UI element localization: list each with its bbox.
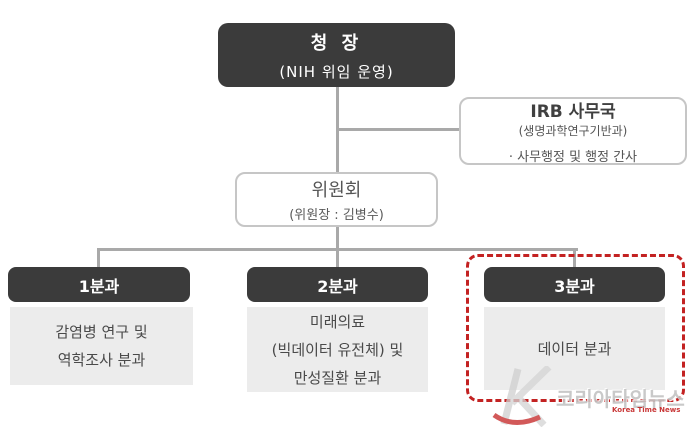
committee-box: 위원회 (위원장 : 김병수): [235, 172, 438, 227]
division-3-label: 3분과: [554, 276, 595, 296]
connector-drop-division-3: [573, 248, 576, 267]
irb-office-title: IRB 사무국: [530, 102, 616, 122]
division-1-line-1: 감염병 연구 및: [55, 323, 148, 341]
connector-drop-division-1: [97, 248, 100, 267]
division-1-body: 감염병 연구 및 역학조사 분과: [10, 307, 193, 385]
division-2-line-1: 미래의료: [309, 312, 366, 331]
division-2-body: 미래의료 (빅데이터 유전체) 및 만성질환 분과: [247, 307, 428, 392]
division-2-label: 2분과: [317, 276, 358, 296]
division-3-body: 데이터 분과: [484, 307, 665, 390]
connector-committee-down: [336, 227, 339, 250]
division-1-header: 1분과: [8, 267, 190, 302]
director-box: 청 장 (NIH 위임 운영): [218, 23, 455, 87]
division-1-label: 1분과: [78, 276, 120, 296]
irb-office-subtitle: (생명과학연구기반과): [518, 124, 628, 138]
irb-office-box: IRB 사무국 (생명과학연구기반과) · 사무행정 및 행정 간사: [459, 97, 687, 165]
division-3-line-1: 데이터 분과: [537, 339, 612, 358]
division-2-line-3: 만성질환 분과: [293, 368, 382, 387]
division-3-header: 3분과: [484, 267, 665, 302]
division-2-line-2: (빅데이터 유전체) 및: [271, 340, 404, 359]
division-1-line-2: 역학조사 분과: [57, 351, 146, 369]
director-title: 청 장: [310, 32, 363, 54]
committee-title: 위원회: [311, 180, 362, 201]
connector-branch-to-irb: [337, 128, 459, 131]
korea-time-news-watermark-subtext: Korea Time News: [612, 406, 681, 414]
division-2-header: 2분과: [247, 267, 428, 302]
connector-drop-division-2: [336, 248, 339, 267]
committee-subtitle: (위원장 : 김병수): [289, 208, 384, 223]
director-subtitle: (NIH 위임 운영): [279, 62, 394, 81]
irb-office-note: · 사무행정 및 행정 간사: [508, 150, 638, 165]
